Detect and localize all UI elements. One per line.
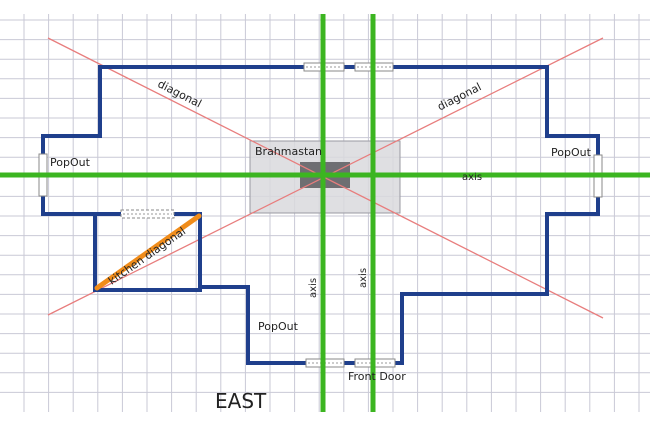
popout-label-left: PopOut	[50, 156, 91, 169]
front-door-label: Front Door	[348, 370, 406, 383]
kitchen-window	[120, 209, 175, 219]
axis-label-horizontal: axis	[462, 172, 482, 183]
axis-label-vertical-right: axis	[358, 268, 369, 288]
popout-label-right: PopOut	[551, 146, 592, 159]
direction-label: EAST	[215, 389, 267, 413]
kitchen-diagonal-line	[94, 213, 202, 291]
popout-label-bottom: PopOut	[258, 320, 299, 333]
axis-label-vertical-left: axis	[308, 278, 319, 298]
brahmastan-label: Brahmastan	[255, 145, 322, 158]
